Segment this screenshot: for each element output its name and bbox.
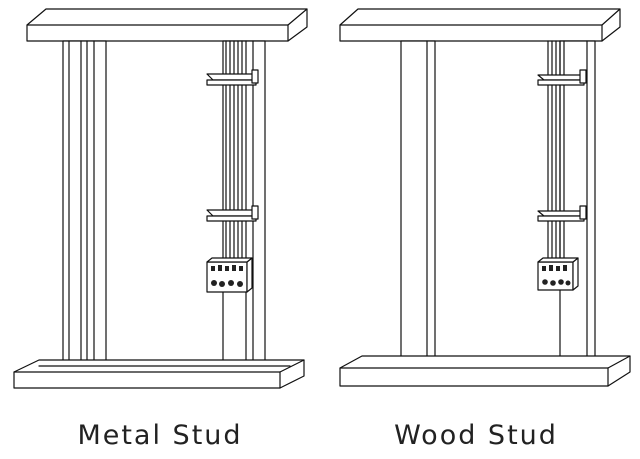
metal-stud-right (222, 40, 266, 377)
wood-electrical-box (537, 257, 579, 291)
metal-stud-frame (13, 8, 308, 389)
metal-wire-clip-upper (206, 69, 259, 86)
metal-wire-clip-lower (206, 205, 259, 222)
metal-top-track (26, 8, 308, 42)
wood-bottom-plate (339, 355, 631, 387)
wood-top-plate (339, 8, 621, 42)
wood-wire-staple-upper (537, 69, 587, 86)
metal-stud-left (62, 40, 107, 377)
wood-stud-frame (339, 8, 631, 387)
wood-stud-right (559, 40, 596, 369)
metal-electrical-box (206, 257, 253, 293)
wood-stud-left (400, 40, 436, 369)
wood-stud-caption: Wood Stud (394, 420, 558, 451)
metal-stud-caption: Metal Stud (77, 420, 242, 451)
metal-bottom-track (13, 359, 305, 389)
wood-wire-staple-lower (537, 205, 587, 222)
